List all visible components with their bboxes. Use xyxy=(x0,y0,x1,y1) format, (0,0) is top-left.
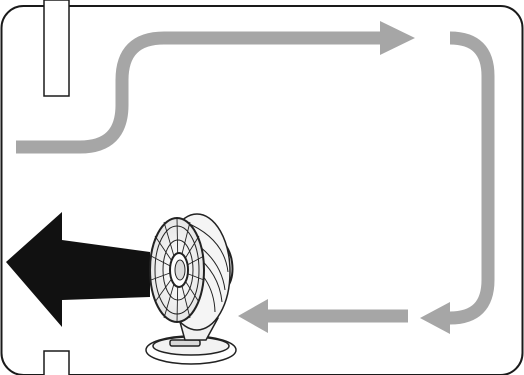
room-outline xyxy=(0,5,524,375)
airflow-arrowheads xyxy=(238,21,450,334)
door-opening-top xyxy=(43,0,70,97)
fan-output-arrow xyxy=(6,212,150,327)
desk-fan-icon xyxy=(145,213,237,365)
door-opening-bottom xyxy=(43,350,70,375)
airflow-path-arrow xyxy=(16,31,495,325)
